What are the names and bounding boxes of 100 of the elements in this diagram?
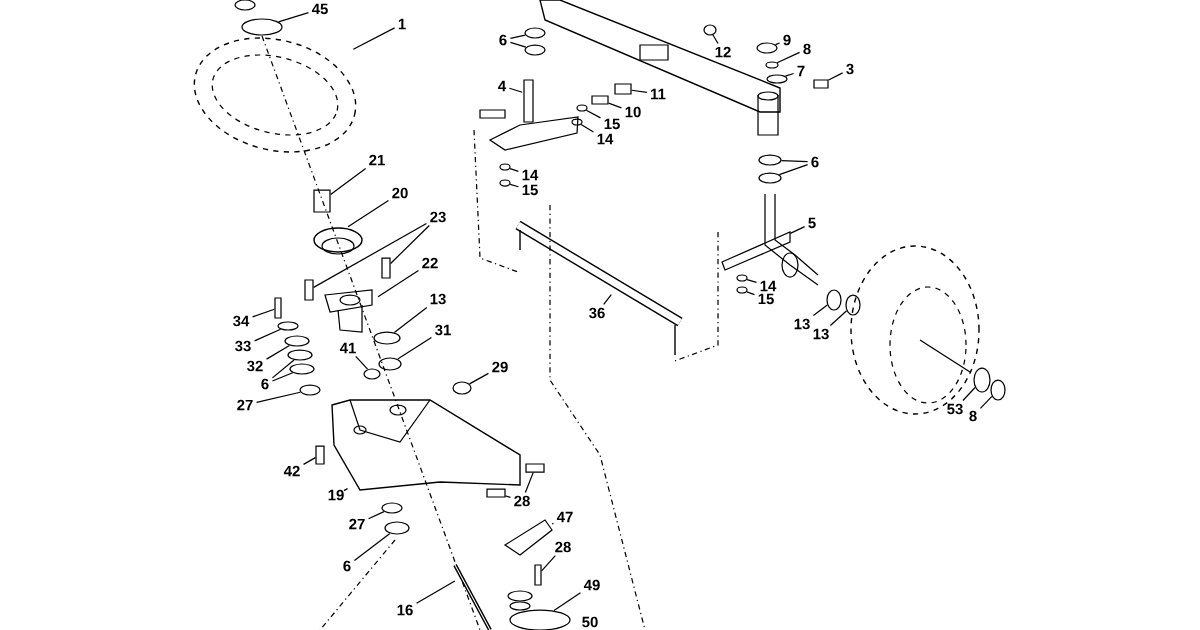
leader-line (468, 372, 490, 385)
leader-line (580, 123, 595, 133)
washer (378, 357, 402, 371)
callout-number: 22 (422, 257, 438, 269)
callout-number: 6 (499, 34, 507, 46)
callout-number: 14 (522, 169, 539, 181)
bolt (315, 445, 325, 465)
washer (990, 379, 1006, 401)
callout-number: 3 (846, 63, 854, 75)
leader-line (415, 580, 456, 604)
leader-line (343, 488, 349, 492)
leader-line (271, 359, 295, 379)
bolt (534, 564, 542, 586)
washer (499, 179, 511, 187)
leader-line (509, 41, 527, 48)
bolt (313, 189, 331, 213)
leader-line (746, 278, 758, 284)
leader-line (776, 51, 801, 64)
leader-line (353, 532, 391, 561)
washer (524, 27, 546, 39)
leader-line (780, 159, 809, 163)
bolt (274, 297, 282, 319)
washer (499, 163, 511, 171)
callout-number: 15 (522, 184, 538, 196)
callout-number: 20 (392, 187, 408, 199)
leader-line (253, 328, 282, 342)
leader-line (509, 168, 520, 172)
washer (736, 286, 748, 294)
washer (826, 289, 842, 311)
washer (363, 368, 381, 380)
leader-line (393, 306, 428, 334)
callout-number: 8 (803, 43, 811, 55)
callout-number: 16 (397, 604, 413, 616)
leader-line (603, 294, 612, 306)
leader-line (509, 183, 520, 188)
bolt (486, 488, 506, 498)
washer (756, 42, 778, 54)
callout-number: 12 (715, 46, 731, 58)
callout-number: 50 (582, 616, 598, 628)
leader-line (330, 167, 367, 196)
callout-number: 36 (589, 307, 605, 319)
callout-number: 13 (430, 293, 446, 305)
leader-line (509, 34, 526, 39)
callout-number: 23 (430, 211, 446, 223)
washer (576, 104, 588, 112)
callout-number: 9 (783, 34, 791, 46)
washer (758, 172, 782, 184)
callout-number: 15 (604, 118, 620, 130)
callout-number: 7 (797, 65, 805, 77)
washer (299, 384, 321, 396)
bolt (381, 257, 391, 279)
leader-line (255, 391, 301, 403)
leader-line (979, 395, 993, 409)
callout-number: 14 (760, 280, 777, 292)
leader-line (551, 522, 555, 525)
washer (524, 44, 546, 56)
leader-line (541, 554, 556, 572)
leader-line (778, 164, 809, 176)
washer (289, 363, 315, 375)
callout-number: 11 (651, 88, 666, 100)
bolt (591, 95, 609, 105)
bolt (525, 463, 545, 473)
bolt (304, 279, 314, 301)
leader-line (812, 304, 828, 317)
callout-number: 47 (556, 511, 573, 523)
leader-line (829, 310, 848, 327)
leader-line (784, 72, 795, 77)
callout-number: 5 (808, 217, 816, 229)
leader-line (962, 386, 976, 402)
callout-number: 10 (625, 106, 641, 118)
leader-line (774, 42, 781, 46)
callout-number: 41 (339, 342, 356, 354)
washer (287, 349, 313, 361)
leader-line (390, 224, 430, 265)
leader-line (355, 355, 369, 370)
callout-number: 1 (398, 18, 406, 30)
leader-line (608, 102, 623, 109)
washer (973, 367, 991, 393)
leader-line (352, 27, 396, 50)
callout-number: 28 (514, 495, 530, 507)
washer (452, 381, 472, 395)
leader-line (377, 269, 420, 298)
washer (736, 274, 748, 282)
leader-line (746, 291, 756, 296)
washer (373, 331, 401, 345)
washer (765, 61, 779, 69)
leader-line (505, 495, 512, 499)
washer (284, 335, 310, 347)
leader-line (631, 89, 648, 94)
washer (766, 74, 788, 84)
callout-number: 6 (261, 378, 269, 390)
callout-number: 19 (328, 489, 344, 501)
washer (241, 18, 283, 36)
callout-number: 29 (492, 361, 508, 373)
callout-number: 13 (794, 318, 810, 330)
washer (381, 502, 403, 514)
callout-number: 53 (947, 403, 963, 415)
washer (571, 118, 583, 126)
leader-line (251, 308, 275, 318)
leader-line (789, 225, 806, 234)
